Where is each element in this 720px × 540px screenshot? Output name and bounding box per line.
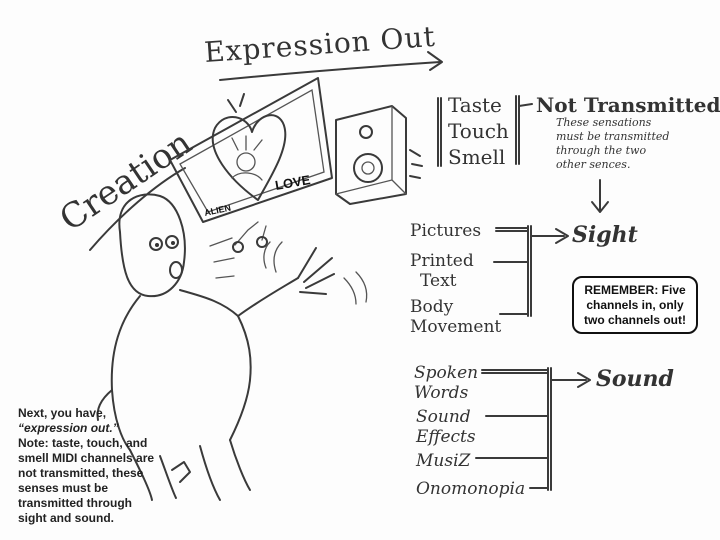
sense-taste: Taste: [448, 93, 502, 117]
sound-target: Sound: [596, 366, 674, 392]
sight-item-movement: Movement: [410, 317, 501, 337]
sound-connectors: [475, 367, 587, 491]
sound-item-effects: Effects: [415, 427, 476, 447]
caption-line-1: Next, you have,: [18, 406, 107, 420]
sight-item-pictures: Pictures: [410, 221, 481, 241]
sound-item-sound: Sound: [416, 407, 471, 427]
caption-emphasis: “expression out.”: [18, 421, 119, 435]
caption-rest: Note: taste, touch, and smell MIDI chann…: [18, 436, 155, 525]
sound-item-onomonopia: Onomonopia: [416, 479, 525, 499]
title-arrow-head: [427, 51, 443, 71]
sight-item-text: Text: [420, 271, 457, 291]
not-transmitted-note-4: other sences.: [556, 158, 630, 171]
sound-item-spoken: Spoken: [414, 363, 478, 383]
title-underline: [219, 61, 441, 81]
tv-screen: [169, 77, 333, 253]
creation-label: Creation: [53, 123, 199, 240]
sight-arrow-head: [555, 228, 569, 244]
sound-arrow-head: [577, 372, 591, 388]
remember-box: REMEMBER: Five channels in, only two cha…: [572, 276, 698, 334]
sound-item-musiz: MusiZ: [415, 451, 472, 471]
sense-touch: Touch: [448, 119, 509, 143]
sight-connectors: [493, 225, 565, 317]
not-transmitted-note-1: These sensations: [556, 116, 652, 129]
caption-block: Next, you have, “expression out.” Note: …: [18, 406, 158, 526]
title-expression-out: Expression Out: [203, 20, 437, 69]
person-figure: [96, 193, 368, 501]
sight-target: Sight: [572, 222, 638, 248]
alien-label: ALIEN: [203, 203, 231, 218]
love-label: LOVE: [274, 172, 312, 193]
heart-icon: [211, 114, 287, 201]
creation-underline: [89, 167, 186, 251]
sense-smell: Smell: [448, 145, 505, 169]
sight-item-body: Body: [410, 297, 454, 317]
senses-bar-left: [437, 97, 442, 167]
sight-item-printed: Printed: [410, 251, 474, 271]
not-transmitted-note-3: through the two: [556, 144, 646, 157]
sound-item-words: Words: [414, 383, 469, 403]
not-transmitted-heading: Not Transmitted.: [536, 93, 720, 117]
senses-bar-right: [515, 95, 533, 165]
not-transmitted-note-2: must be transmitted: [556, 130, 669, 143]
speaker-icon: [335, 105, 423, 205]
down-arrow: [591, 179, 609, 213]
